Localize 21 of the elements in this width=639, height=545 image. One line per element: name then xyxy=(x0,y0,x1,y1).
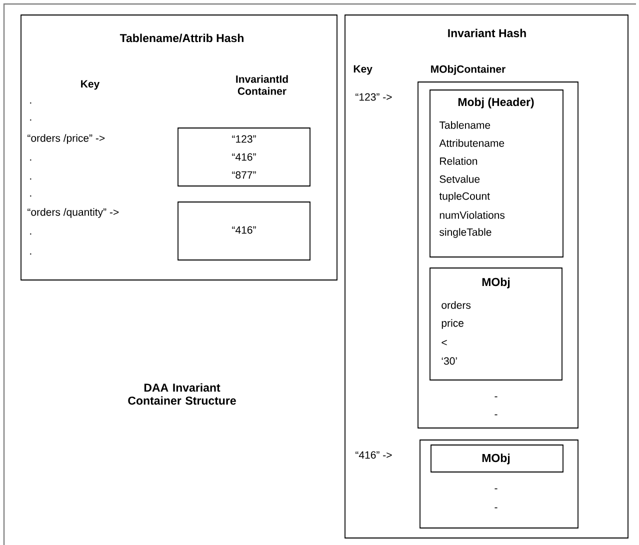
ellipsis-dot: . xyxy=(30,233,32,235)
ellipsis-dot: . xyxy=(30,178,32,180)
ellipsis-dot: . xyxy=(30,253,32,255)
object-box: MObj xyxy=(430,444,564,472)
object-box: MObj orders price < ‘30’ xyxy=(430,268,562,380)
ellipsis-dot: . xyxy=(30,159,32,161)
key-entry: “416” -> xyxy=(356,451,392,459)
ellipsis-dot: . xyxy=(30,119,32,121)
container-box: “123” “416” “877” xyxy=(178,128,310,186)
ellipsis-dot: . xyxy=(30,195,32,197)
object-box: Mobj (Header) Tablename Attributename Relation Setvalue tupleCount numViolations singleTable xyxy=(430,90,564,258)
column-heading: Key xyxy=(354,65,372,75)
column-heading: Key xyxy=(81,80,100,90)
ellipsis-dot: . xyxy=(30,102,32,104)
key-entry: “orders /price” -> xyxy=(28,134,105,144)
key-entry: “123” -> xyxy=(356,93,392,101)
key-entry: “orders /quantity” -> xyxy=(28,208,119,218)
container-box: “416” xyxy=(178,202,310,260)
column-heading: InvariantId Container xyxy=(236,75,288,95)
column-heading: MObjContainer xyxy=(431,65,506,75)
caption: DAA Invariant Container Structure xyxy=(128,383,236,405)
